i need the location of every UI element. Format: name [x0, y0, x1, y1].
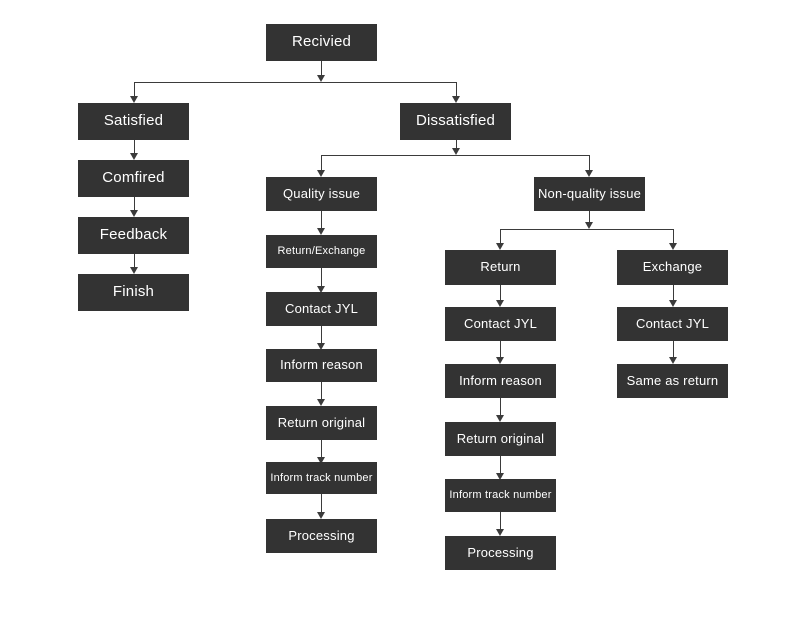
node-satisfied[interactable]: Satisfied — [78, 103, 189, 140]
node-nonquality-exchange-contact-jyl[interactable]: Contact JYL — [617, 307, 728, 341]
connector-return-contact-to-reason — [500, 341, 501, 357]
arrowhead-dissatisfied-to-nonquality — [585, 170, 593, 177]
connector-dissatisfied-split-bar — [321, 155, 590, 156]
node-nonquality-return-inform-track-number[interactable]: Inform track number — [445, 479, 556, 512]
arrowhead-quality-track-to-processing — [317, 512, 325, 519]
node-nonquality-exchange-same-as-return[interactable]: Same as return — [617, 364, 728, 398]
connector-root-to-dissatisfied — [456, 82, 457, 96]
arrowhead-root-to-satisfied — [130, 96, 138, 103]
connector-nonquality-split-bar — [500, 229, 674, 230]
connector-quality-contact-to-reason — [321, 326, 322, 343]
connector-root-split-bar — [134, 82, 457, 83]
connector-quality-reason-to-original — [321, 382, 322, 399]
arrowhead-quality-to-return-exchange — [317, 228, 325, 235]
node-non-quality-issue[interactable]: Non-quality issue — [534, 177, 645, 211]
connector-satisfied-comfired — [134, 140, 135, 153]
arrowhead-return-original-to-track — [496, 473, 504, 480]
node-finish[interactable]: Finish — [78, 274, 189, 311]
connector-exchange-contact-to-same — [673, 341, 674, 357]
node-nonquality-return[interactable]: Return — [445, 250, 556, 285]
arrowhead-quality-contact-to-reason — [317, 343, 325, 350]
connector-dissatisfied-to-nonquality — [589, 155, 590, 170]
node-quality-contact-jyl[interactable]: Contact JYL — [266, 292, 377, 326]
connector-return-exchange-to-contact — [321, 268, 322, 286]
connector-quality-to-return-exchange — [321, 211, 322, 228]
node-dissatisfied[interactable]: Dissatisfied — [400, 103, 511, 140]
connector-return-track-to-processing — [500, 512, 501, 529]
arrowhead-return-contact-to-reason — [496, 357, 504, 364]
connector-nonquality-to-return — [500, 229, 501, 243]
arrowhead-nonquality-stem — [585, 222, 593, 229]
node-comfired[interactable]: Comfired — [78, 160, 189, 197]
arrowhead-nonquality-to-return — [496, 243, 504, 250]
connector-quality-track-to-processing — [321, 494, 322, 512]
connector-root-to-satisfied — [134, 82, 135, 96]
connector-exchange-to-contact — [673, 285, 674, 300]
arrowhead-return-reason-to-original — [496, 415, 504, 422]
node-quality-processing[interactable]: Processing — [266, 519, 377, 553]
node-feedback[interactable]: Feedback — [78, 217, 189, 254]
arrowhead-dissatisfied-stem — [452, 148, 460, 155]
arrowhead-return-exchange-to-contact — [317, 286, 325, 293]
node-recivied[interactable]: Recivied — [266, 24, 377, 61]
node-nonquality-return-original[interactable]: Return original — [445, 422, 556, 456]
connector-nonquality-stem — [589, 211, 590, 222]
node-nonquality-exchange[interactable]: Exchange — [617, 250, 728, 285]
node-quality-return-original[interactable]: Return original — [266, 406, 377, 440]
connector-dissatisfied-stem — [456, 140, 457, 148]
connector-root-stem — [321, 61, 322, 75]
arrowhead-satisfied-comfired — [130, 153, 138, 160]
node-quality-inform-reason[interactable]: Inform reason — [266, 349, 377, 382]
node-nonquality-return-contact-jyl[interactable]: Contact JYL — [445, 307, 556, 341]
connector-return-reason-to-original — [500, 398, 501, 415]
node-nonquality-return-processing[interactable]: Processing — [445, 536, 556, 570]
arrowhead-return-to-contact — [496, 300, 504, 307]
connector-comfired-feedback — [134, 197, 135, 210]
arrowhead-root-stem — [317, 75, 325, 82]
node-quality-issue[interactable]: Quality issue — [266, 177, 377, 211]
arrowhead-feedback-finish — [130, 267, 138, 274]
connector-nonquality-to-exchange — [673, 229, 674, 243]
connector-return-original-to-track — [500, 456, 501, 473]
connector-return-to-contact — [500, 285, 501, 300]
arrowhead-dissatisfied-to-quality — [317, 170, 325, 177]
arrowhead-quality-original-to-track — [317, 457, 325, 464]
arrowhead-return-track-to-processing — [496, 529, 504, 536]
node-quality-return-exchange[interactable]: Return/Exchange — [266, 235, 377, 268]
connector-quality-original-to-track — [321, 440, 322, 457]
arrowhead-quality-reason-to-original — [317, 399, 325, 406]
connector-feedback-finish — [134, 254, 135, 267]
arrowhead-exchange-to-contact — [669, 300, 677, 307]
connector-dissatisfied-to-quality — [321, 155, 322, 170]
arrowhead-root-to-dissatisfied — [452, 96, 460, 103]
node-nonquality-return-inform-reason[interactable]: Inform reason — [445, 364, 556, 398]
arrowhead-comfired-feedback — [130, 210, 138, 217]
node-quality-inform-track-number[interactable]: Inform track number — [266, 462, 377, 494]
arrowhead-nonquality-to-exchange — [669, 243, 677, 250]
arrowhead-exchange-contact-to-same — [669, 357, 677, 364]
